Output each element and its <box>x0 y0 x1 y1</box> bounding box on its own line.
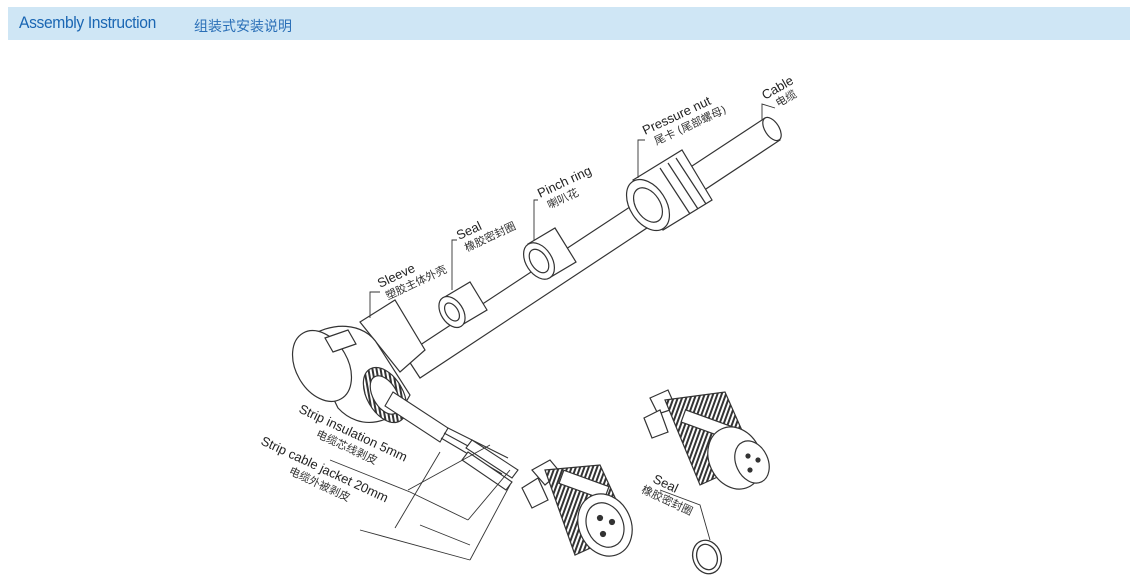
label-seal: Seal 橡胶密封圈 <box>454 218 518 254</box>
cable-drawing <box>404 116 782 379</box>
section-title-en: Assembly Instruction <box>19 13 156 32</box>
section-title-cn: 组装式安装说明 <box>194 19 292 35</box>
section-header: Assembly Instruction 组装式安装说明 <box>8 7 1130 40</box>
label-sleeve: Sleeve 塑胶主体外壳 <box>375 260 449 302</box>
sleeve-drawing <box>291 299 426 424</box>
label-seal-2: Seal 橡胶密封圈 <box>639 471 695 518</box>
male-insert-drawing <box>643 389 770 490</box>
leader-lines <box>369 103 776 541</box>
pinch-ring-drawing <box>522 227 577 280</box>
pressure-nut-drawing <box>625 149 713 232</box>
stripped-wires-drawing <box>384 391 519 491</box>
label-cable: Cable 电缆 <box>759 73 799 110</box>
label-pressure-nut: Pressure nut 尾卡 (尾部螺母) <box>640 93 728 148</box>
o-ring-drawing <box>691 539 723 575</box>
seal-drawing <box>438 281 488 329</box>
label-pinch-ring: Pinch ring 喇叭花 <box>535 163 594 212</box>
dimension-lines <box>329 444 511 561</box>
female-insert-drawing <box>521 459 633 557</box>
